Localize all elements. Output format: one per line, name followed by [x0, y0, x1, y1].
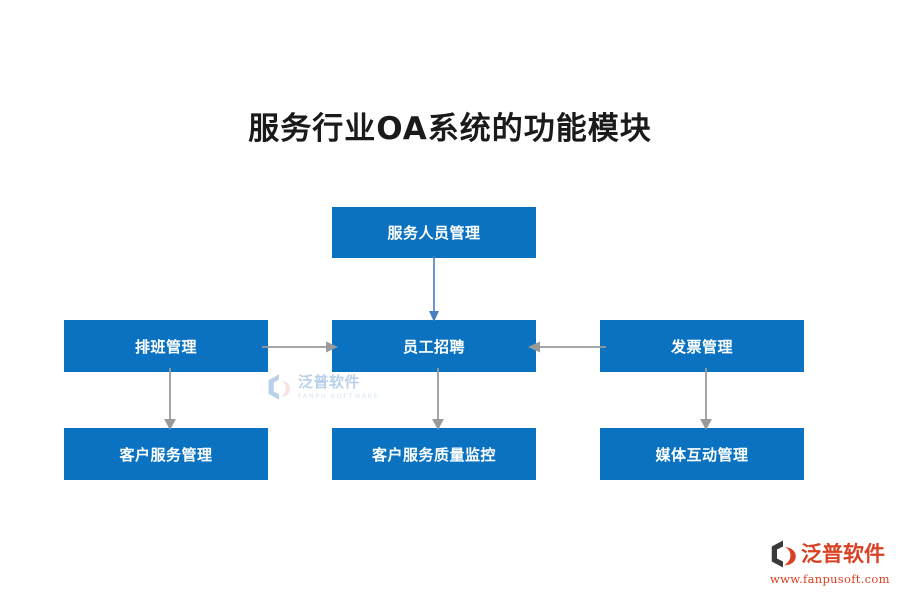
logo-brand-cn: 泛普软件 — [801, 541, 885, 566]
watermark-brand-cn: 泛普软件 — [298, 372, 361, 391]
watermark-brand-en: FANPU SOFTWARE — [298, 391, 380, 400]
page-title: 服务行业OA系统的功能模块 — [248, 111, 652, 147]
node-customer-service-quality-monitoring[interactable]: 客户服务质量监控 — [332, 428, 536, 480]
node-employee-recruitment[interactable]: 员工招聘 — [332, 320, 536, 372]
node-shift-management[interactable]: 排班管理 — [64, 320, 268, 372]
node-service-staff[interactable]: 服务人员管理 — [332, 207, 536, 258]
center-watermark: 泛普软件 FANPU SOFTWARE — [264, 366, 380, 408]
arrow-recruit-to-quality-monitoring — [432, 368, 444, 430]
logo-url: www.fanpusoft.com — [770, 572, 890, 586]
arrow-service-staff-to-recruit — [429, 256, 439, 322]
arrow-invoice-to-media-interaction — [700, 368, 712, 430]
node-media-interaction-management[interactable]: 媒体互动管理 — [600, 428, 804, 480]
node-customer-service-management[interactable]: 客户服务管理 — [64, 428, 268, 480]
arrow-shift-to-customer-service — [164, 368, 176, 430]
arrow-shift-to-recruit — [262, 341, 338, 353]
fanpu-logo-icon — [771, 540, 796, 568]
fanpu-logo-icon — [268, 374, 291, 400]
arrow-invoice-to-recruit — [528, 341, 606, 353]
corner-logo: 泛普软件 www.fanpusoft.com — [768, 538, 894, 588]
node-invoice-management[interactable]: 发票管理 — [600, 320, 804, 372]
